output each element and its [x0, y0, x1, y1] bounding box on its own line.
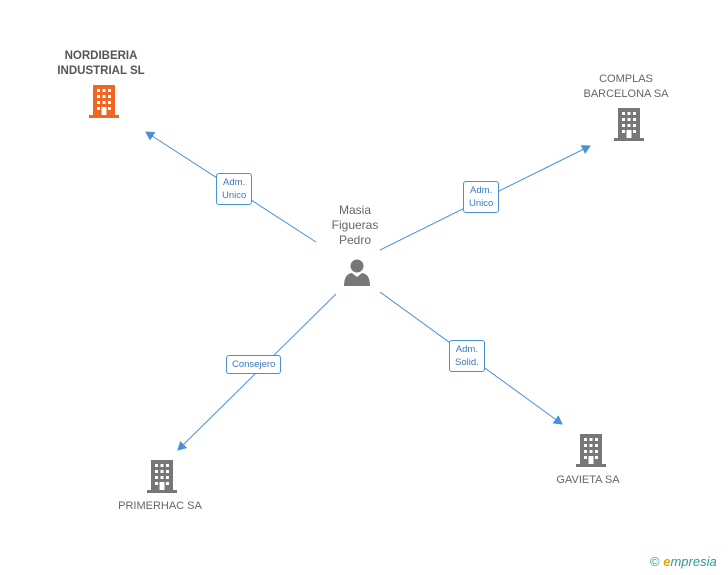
- person-name-line: Masia: [338, 203, 371, 217]
- company-label-gavieta[interactable]: GAVIETA SA: [532, 473, 644, 488]
- copyright-symbol: ©: [650, 554, 660, 569]
- brand-name: empresia: [663, 554, 716, 569]
- building-icon[interactable]: [147, 460, 177, 493]
- company-name-line: PRIMERHAC SA: [118, 500, 202, 512]
- company-label-primerhac[interactable]: PRIMERHAC SA: [104, 499, 216, 514]
- relation-badge-gavieta: Adm. Solid.: [449, 340, 485, 372]
- relation-line: Adm.: [223, 177, 246, 188]
- company-name-line: BARCELONA SA: [583, 88, 669, 100]
- company-name-line: INDUSTRIAL SL: [57, 65, 145, 77]
- company-label-complas[interactable]: COMPLAS BARCELONA SA: [570, 72, 682, 102]
- relation-badge-complas: Adm. Unico: [463, 181, 500, 213]
- company-name-line: COMPLAS: [599, 73, 653, 85]
- brand-initial: e: [663, 554, 671, 569]
- person-name-line: Figueras: [331, 218, 379, 232]
- relation-line: Adm.: [455, 344, 478, 355]
- relation-badge-primerhac: Consejero: [226, 355, 282, 374]
- building-icon[interactable]: [576, 434, 606, 467]
- building-icon[interactable]: [89, 85, 119, 118]
- person-name-line: Pedro: [338, 233, 372, 247]
- person-icon[interactable]: [344, 259, 370, 287]
- empresia-logo: © empresia: [650, 554, 717, 569]
- brand-rest: mpresia: [670, 554, 717, 569]
- person-name-label[interactable]: Masia Figueras Pedro: [315, 203, 395, 248]
- relation-line: Unico: [222, 190, 247, 201]
- company-name-line: GAVIETA SA: [556, 474, 620, 486]
- relation-line: Consejero: [232, 359, 276, 370]
- relation-badge-nordiberia: Adm. Unico: [216, 173, 253, 205]
- building-icon[interactable]: [614, 108, 644, 141]
- relation-line: Solid.: [455, 357, 479, 368]
- relation-line: Unico: [469, 198, 494, 209]
- relation-line: Adm.: [470, 185, 493, 196]
- company-label-nordiberia[interactable]: NORDIBERIA INDUSTRIAL SL: [44, 49, 158, 79]
- company-name-line: NORDIBERIA: [64, 50, 138, 62]
